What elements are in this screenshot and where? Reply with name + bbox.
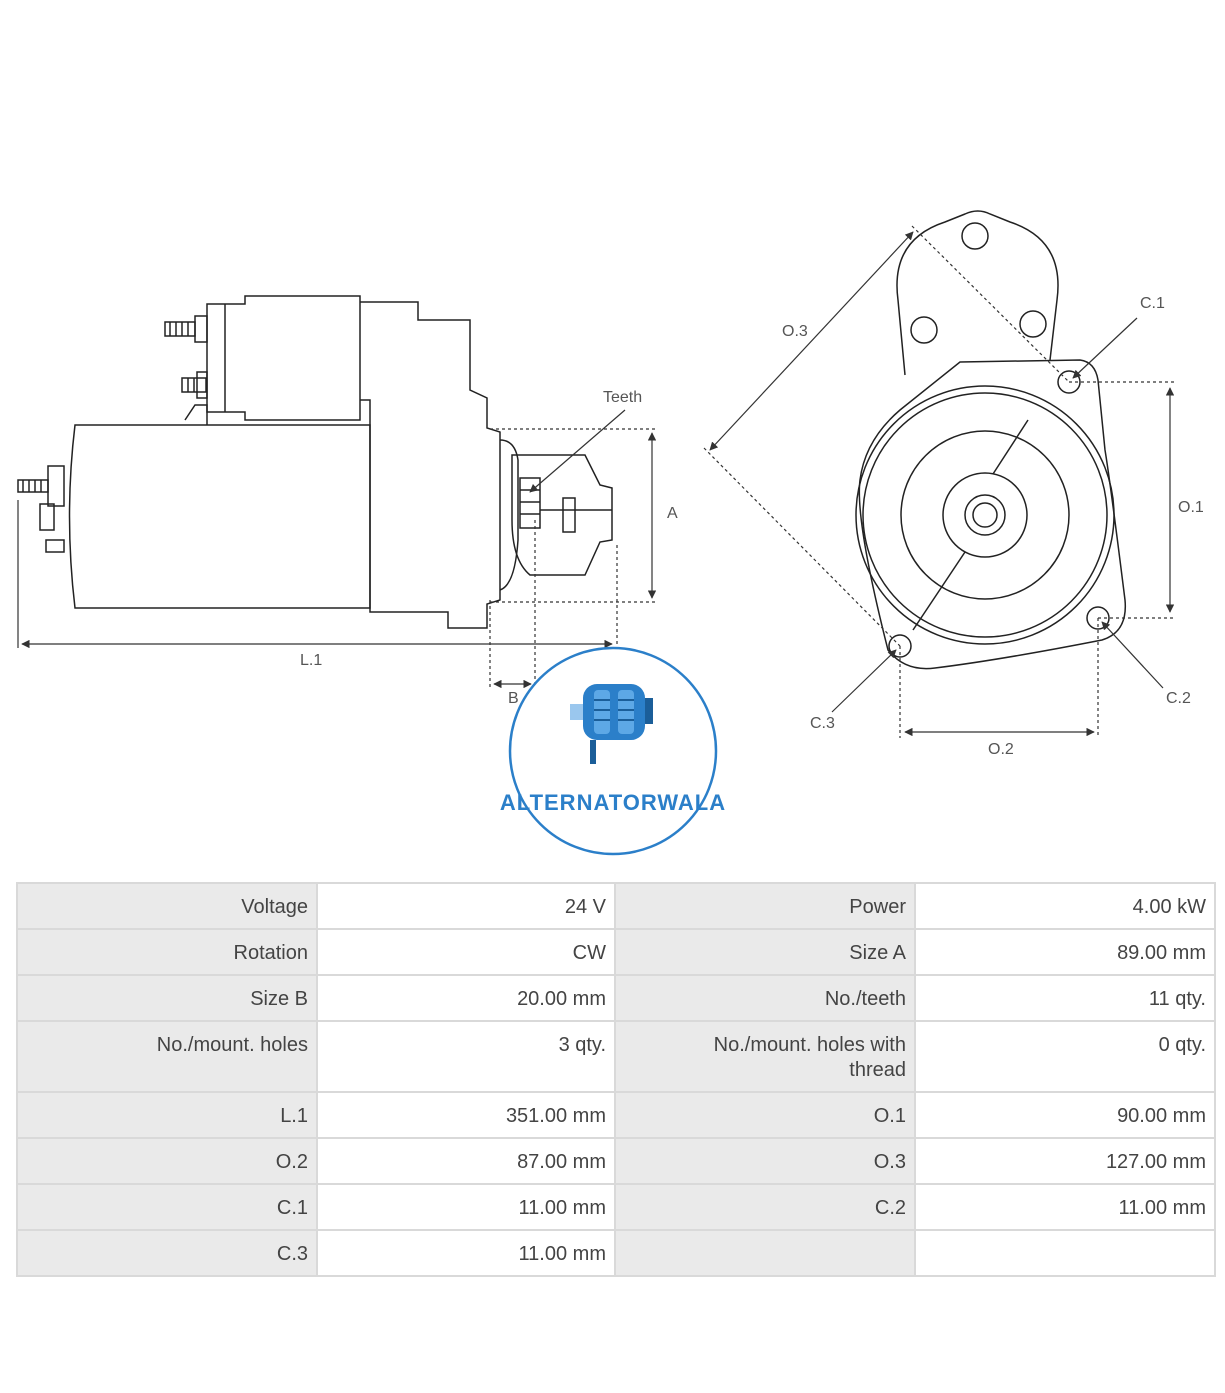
label-c3: C.3 — [810, 715, 835, 732]
spec-label: O.3 — [614, 1137, 916, 1185]
spec-label: Size B — [16, 974, 318, 1022]
brand-logo: ALTERNATORWALA — [500, 646, 726, 856]
spec-value: 11.00 mm — [316, 1229, 616, 1277]
spec-value: 90.00 mm — [914, 1091, 1216, 1139]
pinion-nose — [499, 439, 613, 591]
spec-label: Voltage — [16, 882, 318, 930]
spec-label: Power — [614, 882, 916, 930]
spec-label: No./teeth — [614, 974, 916, 1022]
label-c2: C.2 — [1166, 690, 1191, 707]
brand-name: ALTERNATORWALA — [500, 790, 726, 815]
spec-label — [614, 1229, 916, 1277]
label-a: A — [667, 505, 678, 522]
spec-label: O.1 — [614, 1091, 916, 1139]
mount-hole-c2 — [1086, 606, 1110, 630]
label-l1: L.1 — [300, 652, 322, 669]
mount-hole-c1 — [1057, 370, 1081, 394]
spec-table: Voltage 24 V Power 4.00 kW Rotation CW S… — [16, 882, 1216, 1277]
spec-value: 20.00 mm — [316, 974, 616, 1022]
starter-motor-drawing: Teeth A L.1 B O.3 C.1 O.1 — [17, 210, 1204, 856]
spec-value: 4.00 kW — [914, 882, 1216, 930]
table-row: L.1 351.00 mm O.1 90.00 mm — [16, 1091, 1216, 1139]
label-c1: C.1 — [1140, 295, 1165, 312]
spec-label: C.2 — [614, 1183, 916, 1231]
spec-label: No./mount. holes — [16, 1020, 318, 1093]
table-row: Size B 20.00 mm No./teeth 11 qty. — [16, 974, 1216, 1022]
label-o1: O.1 — [1178, 499, 1204, 516]
table-row: Rotation CW Size A 89.00 mm — [16, 928, 1216, 976]
spec-value: 24 V — [316, 882, 616, 930]
spec-value: 11.00 mm — [914, 1183, 1216, 1231]
spec-value: 87.00 mm — [316, 1137, 616, 1185]
spec-value: 3 qty. — [316, 1020, 616, 1093]
label-o3: O.3 — [782, 323, 808, 340]
drive-housing — [360, 301, 501, 629]
front-view-dimensions — [703, 225, 1175, 738]
flange-outline — [858, 359, 1127, 670]
motor-body — [68, 424, 371, 609]
label-b: B — [508, 690, 519, 707]
spec-label: Rotation — [16, 928, 318, 976]
side-view — [17, 295, 613, 629]
table-row: C.3 11.00 mm — [16, 1229, 1216, 1277]
spec-value: 351.00 mm — [316, 1091, 616, 1139]
label-o2: O.2 — [988, 741, 1014, 758]
table-row: C.1 11.00 mm C.2 11.00 mm — [16, 1183, 1216, 1231]
solenoid-body — [206, 295, 361, 421]
table-row: No./mount. holes 3 qty. No./mount. holes… — [16, 1020, 1216, 1093]
spec-label: No./mount. holes with thread — [614, 1020, 916, 1093]
spec-value — [914, 1229, 1216, 1277]
spec-value: 127.00 mm — [914, 1137, 1216, 1185]
solenoid-terminal-studs — [164, 315, 208, 399]
spec-label: O.2 — [16, 1137, 318, 1185]
spec-label: C.3 — [16, 1229, 318, 1277]
spec-value: 11 qty. — [914, 974, 1216, 1022]
table-row: Voltage 24 V Power 4.00 kW — [16, 882, 1216, 930]
spec-value: 89.00 mm — [914, 928, 1216, 976]
label-teeth: Teeth — [603, 389, 642, 406]
rear-terminal — [17, 465, 65, 553]
front-view — [855, 210, 1127, 670]
table-row: O.2 87.00 mm O.3 127.00 mm — [16, 1137, 1216, 1185]
spec-value: CW — [316, 928, 616, 976]
spec-value: 0 qty. — [914, 1020, 1216, 1093]
spec-label: Size A — [614, 928, 916, 976]
spec-label: L.1 — [16, 1091, 318, 1139]
spec-value: 11.00 mm — [316, 1183, 616, 1231]
mount-hole-c3 — [888, 634, 912, 658]
alternator-icon — [570, 684, 653, 764]
side-view-dimensions — [17, 409, 657, 690]
spec-label: C.1 — [16, 1183, 318, 1231]
